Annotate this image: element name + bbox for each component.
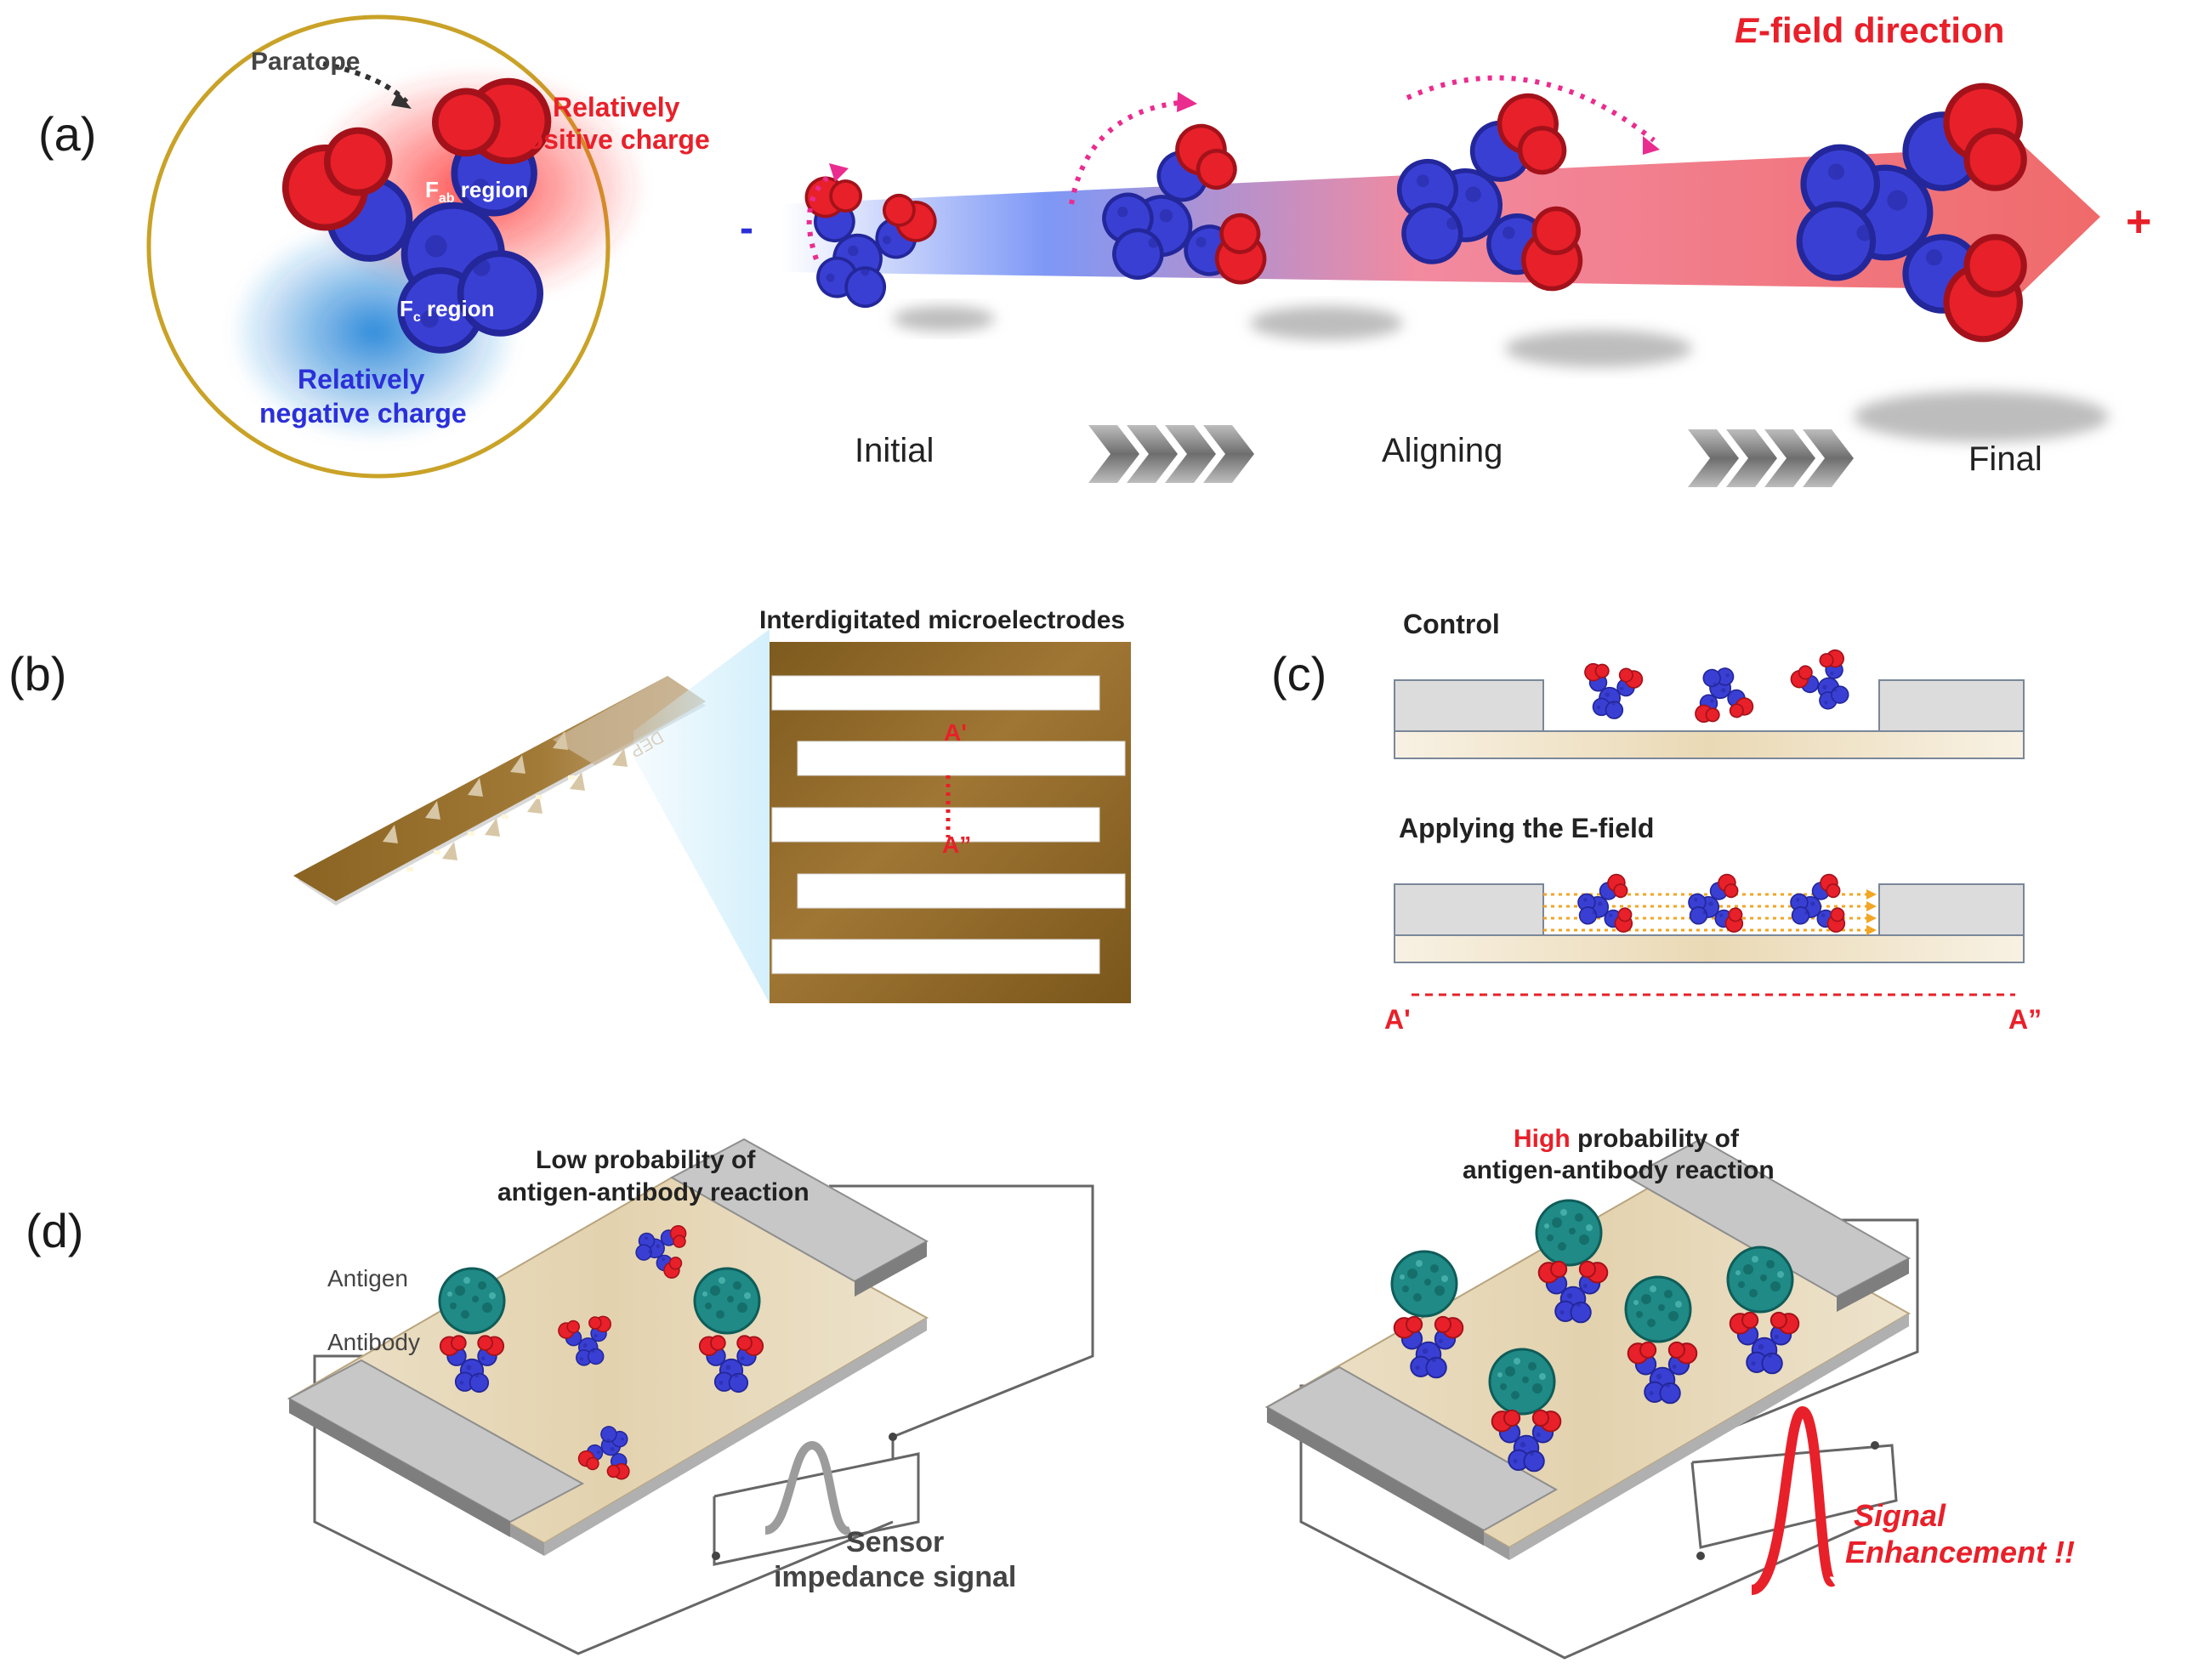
- panel-a-art: [146, 14, 2109, 487]
- control-antibodies: [1576, 645, 1865, 725]
- b-a-prime: A': [944, 719, 967, 746]
- sensor-wave: [764, 1440, 852, 1535]
- antibody-aligning-1: [1082, 118, 1403, 340]
- low-prob-line1: Low probability of: [536, 1146, 756, 1174]
- fab-region-label: Fab region: [425, 177, 529, 207]
- positive-charge-line1: Relatively: [553, 92, 680, 122]
- zoom-cone: [633, 629, 770, 1003]
- antigen-label: Antigen: [327, 1265, 408, 1291]
- minus-sign: -: [740, 206, 753, 251]
- applying-label: Applying the E-field: [1399, 813, 1655, 843]
- high-prob-line1: High probability of: [1514, 1125, 1739, 1153]
- paratope-label: Paratope: [251, 48, 361, 76]
- b-a-double: A”: [942, 831, 972, 858]
- plus-sign: +: [2126, 197, 2152, 247]
- positive-charge-line2: positive charge: [510, 124, 710, 155]
- electrode-fingers: [771, 675, 1126, 974]
- fc-region-label: Fc region: [400, 296, 495, 326]
- antibody-initial: [781, 170, 995, 332]
- sensor-line2: impedance signal: [774, 1561, 1017, 1593]
- chevrons-2: [1688, 429, 1854, 487]
- c-a-prime: A': [1384, 1004, 1411, 1035]
- paratope-arrow: [322, 61, 409, 105]
- panel-b-art: [293, 629, 1131, 1003]
- high-prob-line2: antigen-antibody reaction: [1463, 1156, 1775, 1184]
- enhanced-wave: [1750, 1405, 1838, 1595]
- sensor-line1: Sensor: [846, 1526, 945, 1558]
- low-prob-line2: antigen-antibody reaction: [497, 1178, 809, 1206]
- panel-label-a: (a): [38, 107, 97, 161]
- c-a-double: A”: [2008, 1004, 2042, 1035]
- stage-aligning: Aligning: [1382, 432, 1503, 469]
- chevrons-1: [1088, 425, 1254, 483]
- panel-label-c: (c): [1271, 647, 1327, 701]
- electrode-left: [287, 1359, 585, 1524]
- enhancement-line1: Signal: [1854, 1498, 1946, 1533]
- panel-label-b: (b): [9, 647, 67, 701]
- electrode-left-r: [1264, 1365, 1559, 1532]
- stage-final: Final: [1968, 440, 2042, 478]
- panel-d-left-art: [287, 1138, 1094, 1655]
- negative-charge-line2: negative charge: [259, 398, 467, 429]
- electrodes-title: Interdigitated microelectrodes: [759, 606, 1126, 634]
- enhancement-line2: Enhancement !!: [1845, 1535, 2076, 1569]
- panel-c-art: [1394, 645, 2025, 996]
- antibody-aligning-2: [1383, 91, 1692, 367]
- antibody-label: Antibody: [327, 1329, 420, 1355]
- antibody-final: [1799, 86, 2109, 442]
- panel-d-right-art: [1264, 1138, 1919, 1660]
- rotation-arcs: [806, 75, 1656, 260]
- negative-charge-line1: Relatively: [298, 364, 425, 394]
- stage-initial: Initial: [855, 432, 934, 469]
- control-label: Control: [1403, 609, 1500, 639]
- panel-label-d: (d): [26, 1204, 84, 1257]
- efield-direction-label: E-field direction: [1735, 10, 2005, 50]
